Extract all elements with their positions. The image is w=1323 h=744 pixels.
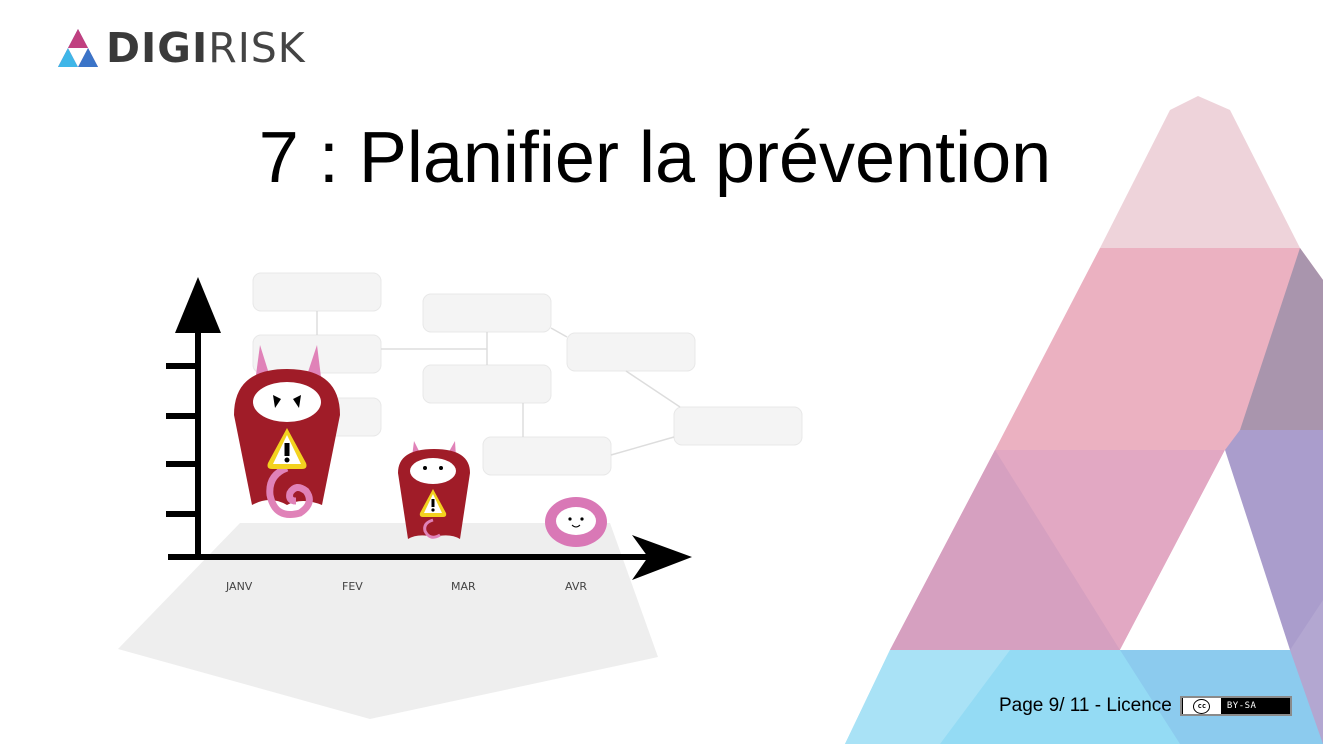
- monster-large: [234, 345, 340, 518]
- monster-medium: [398, 441, 470, 539]
- logo-text-light: RISK: [208, 24, 306, 72]
- org-chart-boxes: [252, 272, 803, 476]
- page-title: 7 : Planifier la prévention: [258, 118, 1052, 198]
- org-chart-connectors: [316, 311, 681, 456]
- page-number-text: Page 9/ 11 - Licence: [999, 695, 1172, 716]
- digirisk-logo: DIGIRISK: [58, 28, 306, 69]
- warning-icon: [267, 428, 307, 469]
- cc-license-badge[interactable]: cc BY-SA: [1179, 696, 1292, 716]
- cc-icon: cc: [1193, 698, 1211, 714]
- logo-triangle-icon: [58, 29, 98, 67]
- timeline-axes: [166, 315, 650, 560]
- monster-small: [545, 497, 607, 547]
- license-type: BY-SA: [1226, 701, 1257, 711]
- page-footer: Page 9/ 11 - Licence cc BY-SA: [999, 695, 1292, 717]
- month-label-avr: AVR: [565, 580, 587, 593]
- axis-arrow-icon: [632, 535, 692, 580]
- floor-shadow: [118, 523, 658, 719]
- logo-text-bold: DIGI: [106, 24, 209, 72]
- month-label-janv: JANV: [226, 580, 253, 593]
- prevention-planning-illustration: [118, 272, 803, 719]
- axis-arrow-icon: [175, 277, 221, 333]
- month-label-fev: FEV: [342, 580, 363, 593]
- month-label-mar: MAR: [451, 580, 476, 593]
- warning-icon: [419, 489, 447, 517]
